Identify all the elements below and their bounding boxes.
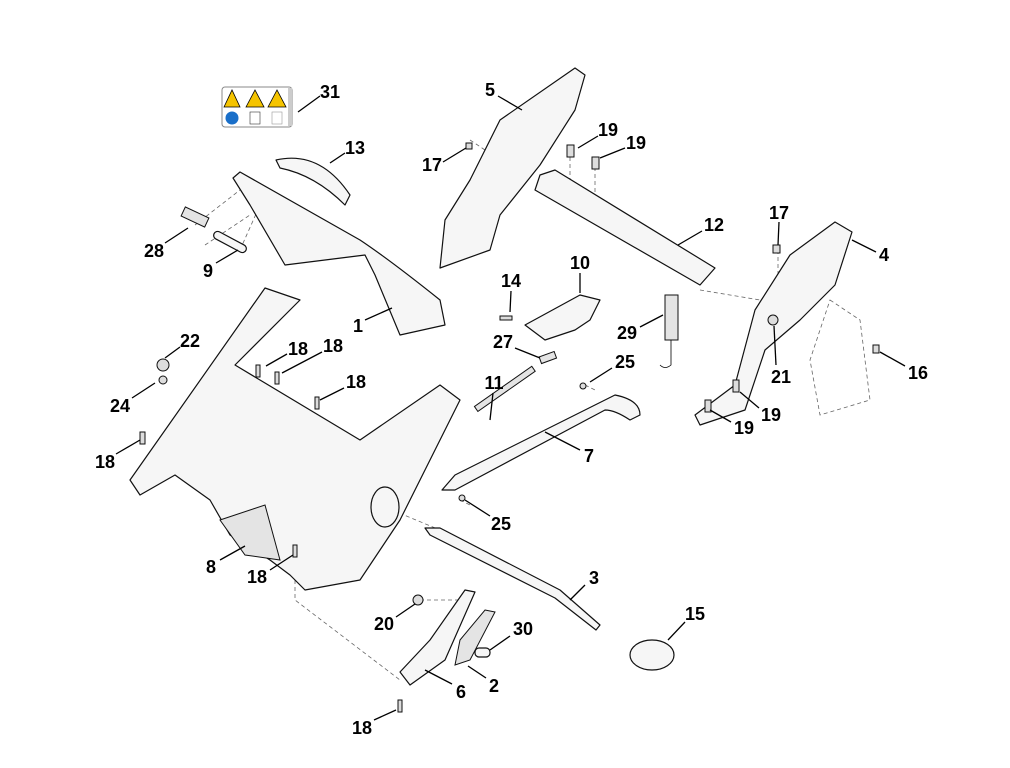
- part-3-cable: [424, 527, 601, 631]
- part-1-housing: [232, 171, 446, 336]
- callout-18: 18: [288, 339, 308, 359]
- callout-18: 18: [323, 336, 343, 356]
- mower-housing-outline: [809, 299, 871, 416]
- callout-7: 7: [584, 446, 594, 466]
- part-7-rod: [441, 394, 641, 491]
- part-9-pin: [213, 230, 247, 254]
- part-11-part: [473, 365, 536, 413]
- callout-3: 3: [589, 568, 599, 588]
- callout-18: 18: [95, 452, 115, 472]
- callout-18: 18: [346, 372, 366, 392]
- foot-cut-hazard-icon: [267, 89, 287, 108]
- part-13-cover: [275, 157, 351, 206]
- callout-20: 20: [374, 614, 394, 634]
- part-29-spring: [664, 294, 679, 341]
- callout-24: 24: [110, 396, 130, 416]
- disconnect-icon: [271, 111, 283, 125]
- warning-triangle-icon: [223, 89, 241, 108]
- part-10-lever: [524, 294, 601, 341]
- part-30-pin: [474, 647, 491, 658]
- callout-19: 19: [598, 120, 618, 140]
- callout-1: 1: [353, 316, 363, 336]
- callout-21: 21: [771, 367, 791, 387]
- part-2-guide: [454, 609, 496, 666]
- bolts: [139, 142, 880, 713]
- part-6-bracket: [399, 589, 476, 686]
- callout-14: 14: [501, 271, 521, 291]
- callout-12: 12: [704, 215, 724, 235]
- callout-17: 17: [769, 203, 789, 223]
- callout-19: 19: [626, 133, 646, 153]
- callout-11: 11: [484, 373, 503, 393]
- part-12-crossbar: [534, 169, 716, 286]
- callout-6: 6: [456, 682, 466, 702]
- hand-cut-hazard-icon: [245, 89, 265, 108]
- callout-5: 5: [485, 80, 495, 100]
- part-27-spring: [538, 350, 558, 365]
- part-8-plate: [219, 504, 281, 561]
- callout-18: 18: [352, 718, 372, 738]
- callout-29: 29: [617, 323, 637, 343]
- callout-19: 19: [734, 418, 754, 438]
- callout-10: 10: [570, 253, 590, 273]
- callout-25: 25: [615, 352, 635, 372]
- callout-19: 19: [761, 405, 781, 425]
- callout-27: 27: [493, 332, 513, 352]
- callout-13: 13: [345, 138, 365, 158]
- keep-distance-icon: [249, 111, 261, 125]
- part-28-spring: [180, 206, 210, 228]
- callout-28: 28: [144, 241, 164, 261]
- callout-25: 25: [491, 514, 511, 534]
- mount-hole: [370, 486, 400, 528]
- callout-30: 30: [513, 619, 533, 639]
- callout-16: 16: [908, 363, 928, 383]
- callout-22: 22: [180, 331, 200, 351]
- callout-31: 31: [320, 82, 340, 102]
- part-14-bolt: [499, 315, 513, 321]
- read-manual-icon: [225, 111, 239, 125]
- callouts: 31 5 13 19 19 17 17 12 4 28 9 10 14 29 1…: [95, 80, 928, 738]
- part-15-knob: [629, 639, 675, 671]
- callout-15: 15: [685, 604, 705, 624]
- safety-label: [221, 86, 293, 128]
- callout-2: 2: [489, 676, 499, 696]
- callout-8: 8: [206, 557, 216, 577]
- part-5-bracket: [439, 67, 586, 269]
- callout-4: 4: [879, 245, 889, 265]
- callout-9: 9: [203, 261, 213, 281]
- callout-18: 18: [247, 567, 267, 587]
- callout-17: 17: [422, 155, 442, 175]
